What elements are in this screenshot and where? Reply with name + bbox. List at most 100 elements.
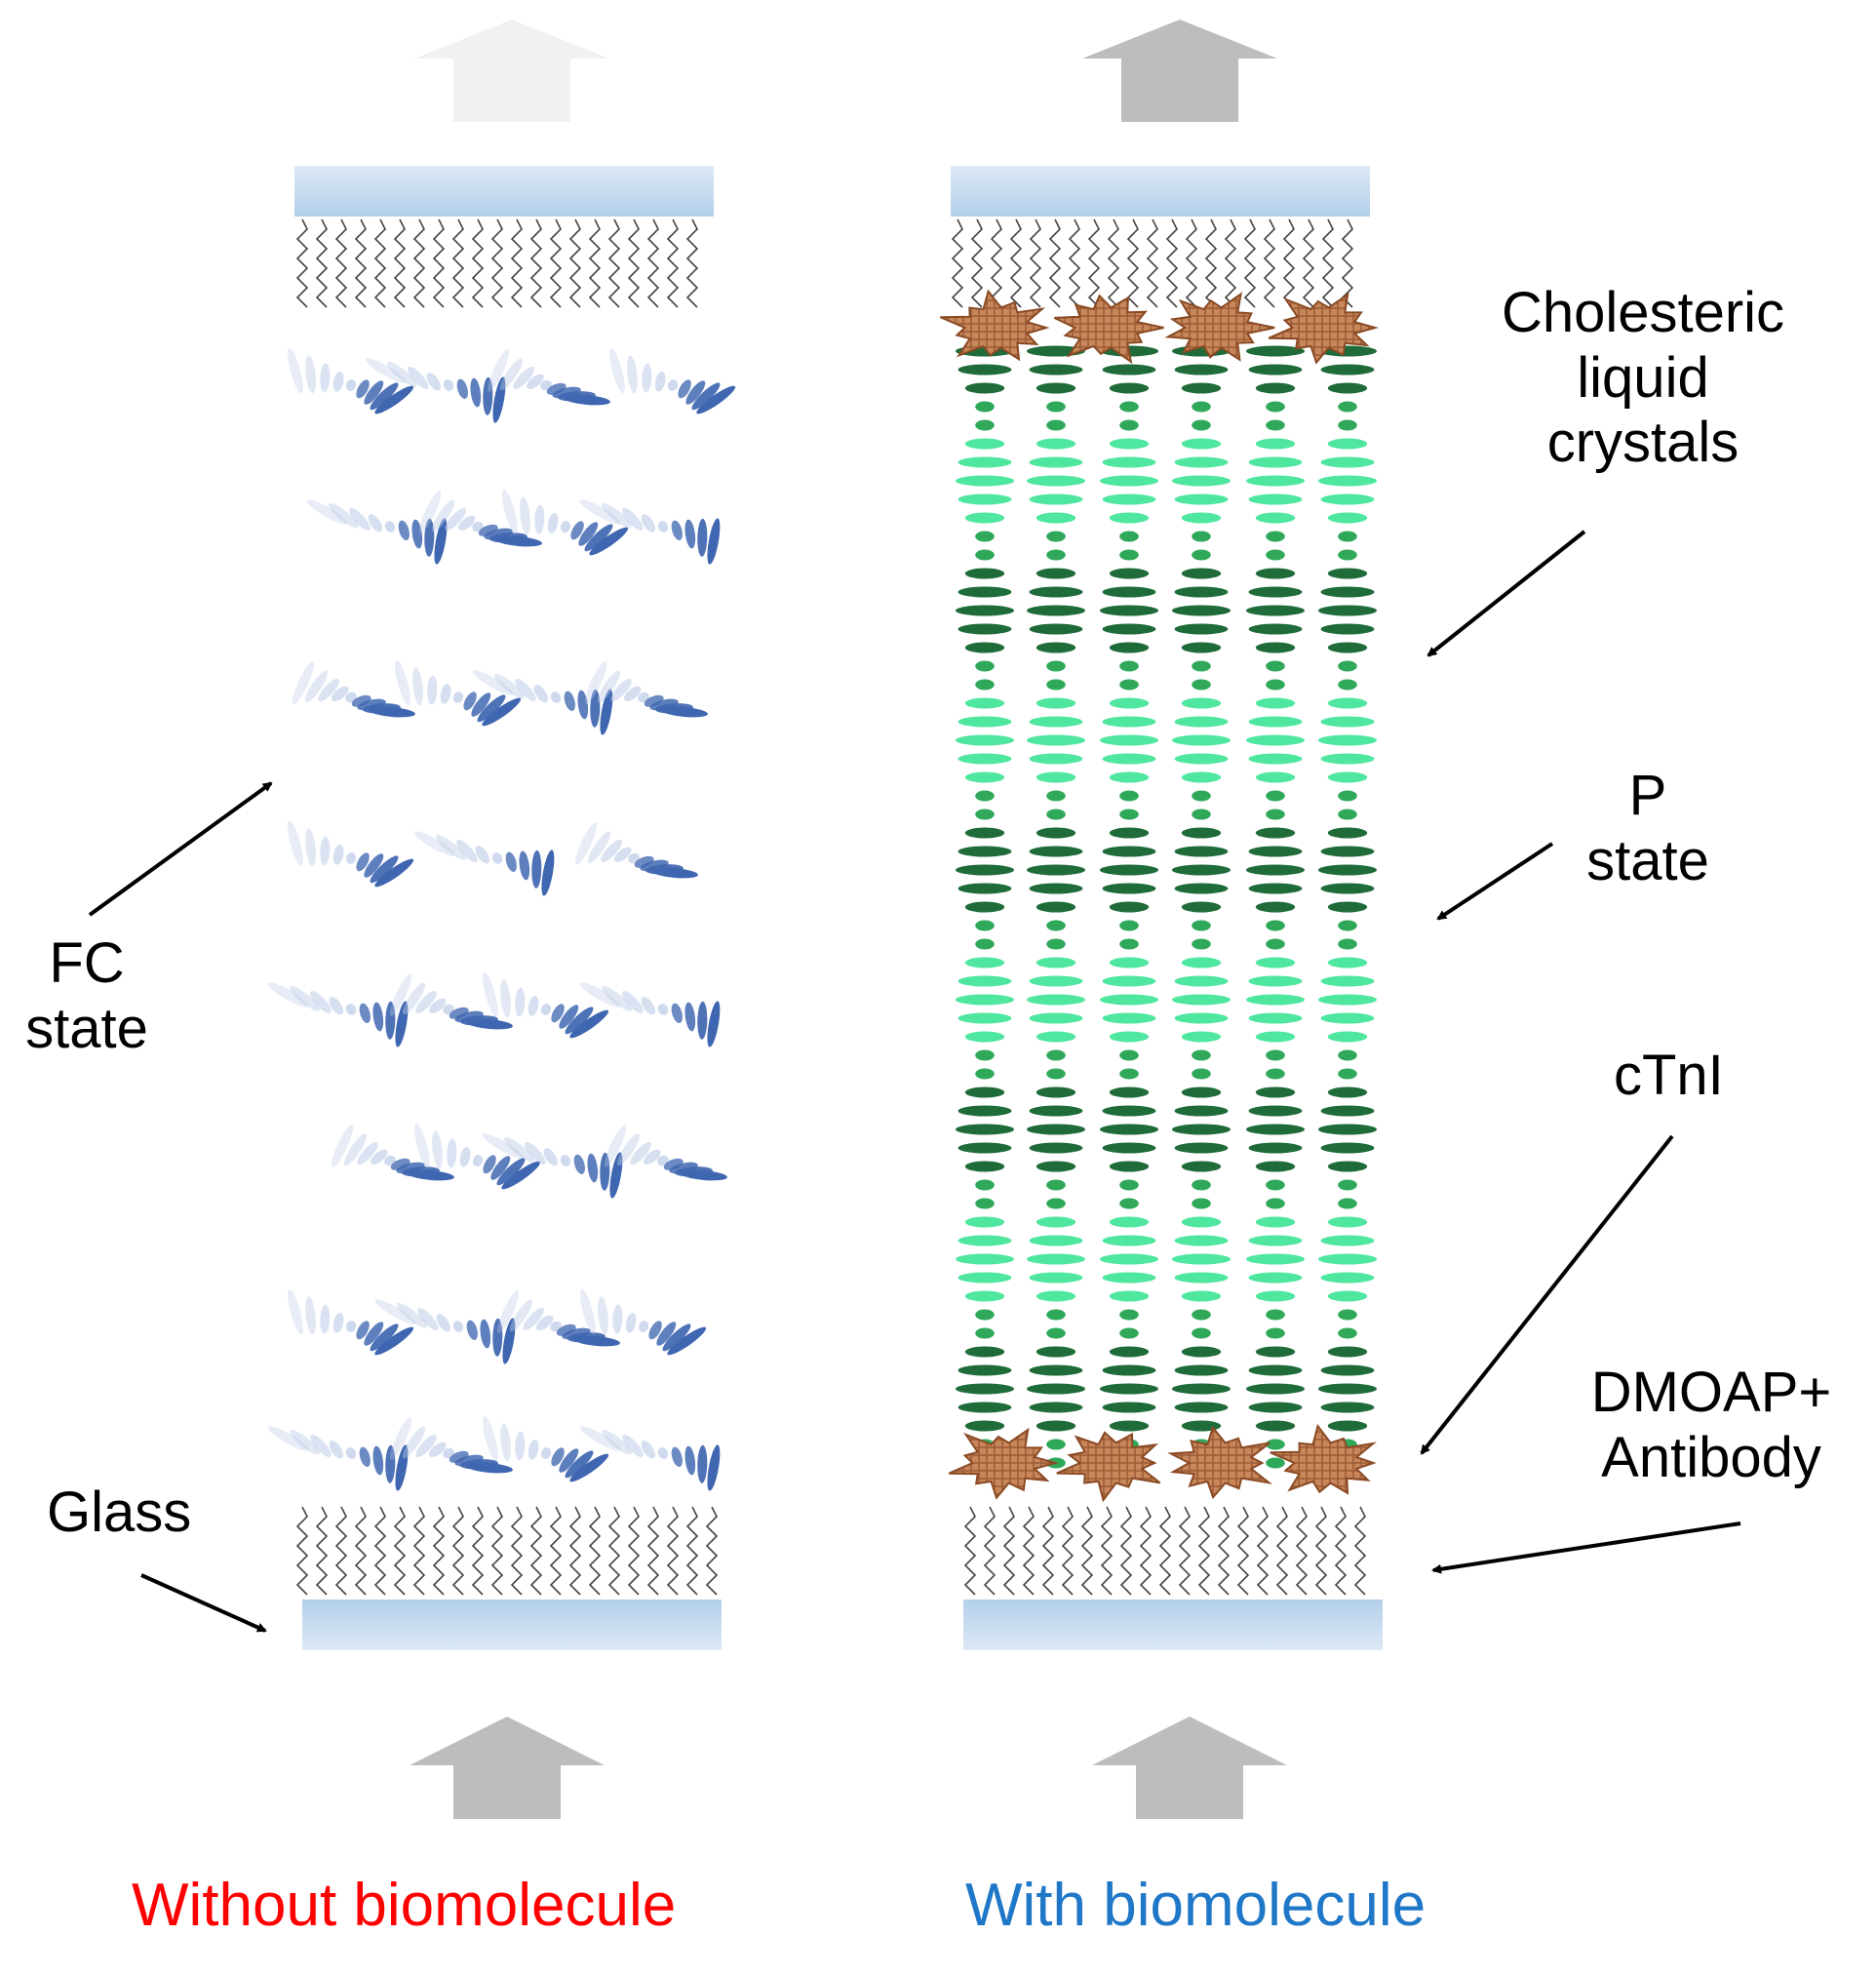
lc-molecule [1036,901,1076,913]
dmoap-chain [471,1506,485,1596]
lc-molecule [667,1326,707,1356]
lc-molecule [975,938,995,950]
lc-molecule [1320,846,1375,857]
lc-molecule [1255,957,1296,968]
lc-molecule [958,1272,1012,1284]
lc-molecule [1266,1068,1285,1080]
lc-molecule [1248,456,1303,468]
lc-molecule [1181,1086,1222,1098]
lc-molecule [1102,1272,1156,1284]
lc-molecule [1248,753,1303,765]
lc-molecule [492,1318,503,1357]
lc-molecule [540,379,552,391]
lc-molecule [958,364,1012,375]
lc-molecule [1192,938,1211,950]
lc-molecule [1036,642,1076,653]
dmoap-chain [354,1506,368,1596]
lc-molecule [1174,1105,1229,1117]
lc-molecule [627,355,638,394]
dmoap-chain [1100,1506,1114,1596]
dmoap-chain [1217,1506,1231,1596]
lc-molecule [964,1290,1005,1302]
lc-molecule [1119,1198,1139,1209]
lc-molecule [958,1142,1012,1154]
lc-molecule [1246,994,1305,1006]
lc-molecule [395,659,410,706]
lc-molecule [487,349,510,392]
lc-molecule [1036,1216,1076,1228]
lc-molecule [1119,938,1139,950]
lc-molecule [1046,1439,1066,1450]
lc-molecule [1181,382,1222,394]
lc-molecule [1174,846,1229,857]
lc-molecule [1320,494,1375,505]
dmoap-chain [666,218,680,308]
lc-molecule [345,1004,357,1015]
lc-molecule [1320,1142,1375,1154]
lc-molecule [1119,1327,1139,1339]
lc-molecule [958,975,1012,987]
lc-molecule [1029,1402,1083,1413]
lc-molecule [1338,679,1357,691]
lc-molecule [1109,1420,1150,1432]
dmoap-chain [490,1506,504,1596]
pointer-ctni [1420,1134,1674,1455]
lc-molecule [1338,1327,1357,1339]
dmoap-chain [315,218,329,308]
lc-molecule [1102,883,1156,894]
lc-molecule [958,1402,1012,1413]
lc-molecule [304,670,329,703]
lc-molecule [964,1031,1005,1043]
lc-molecule [500,979,511,1018]
lc-molecule [1029,364,1083,375]
lc-molecule [1029,494,1083,505]
lc-molecule [1036,438,1076,450]
lc-molecule [472,670,514,695]
lc-molecule [1119,1049,1139,1061]
lc-molecule [1327,1031,1368,1043]
lc-molecule [956,1383,1014,1395]
lc-molecule [1181,1346,1222,1358]
lc-molecule [292,661,315,704]
lc-molecule [684,1445,696,1476]
lc-molecule [1172,475,1231,487]
lc-molecule [1255,382,1296,394]
dmoap-chain [685,1506,699,1596]
lc-molecule [515,1431,526,1461]
lc-molecule [402,982,426,1015]
lc-molecule [1046,660,1066,672]
lc-molecule [1266,401,1285,413]
lc-molecule [964,1346,1005,1358]
lc-molecule [1036,1031,1076,1043]
lc-molecule [482,1133,524,1159]
light-arrow-out-left [414,20,609,122]
lc-molecule [1181,568,1222,579]
lc-molecule [1338,1198,1357,1209]
lc-molecule [1027,734,1085,746]
lc-molecule [1102,1012,1156,1024]
ctni-protein [1164,292,1275,362]
lc-molecule [577,690,589,720]
caption-without-biomolecule: Without biomolecule [132,1872,677,1939]
lc-molecule [569,1009,609,1039]
lc-molecule [345,1321,357,1332]
lc-molecule [1102,1364,1156,1376]
dmoap-chain [1048,218,1062,308]
lc-molecule [1029,1105,1083,1117]
lc-molecule [964,438,1005,450]
dmoap-layer-top-left [295,218,699,308]
lc-molecule [1181,1216,1222,1228]
lc-molecule [1046,1198,1066,1209]
lc-molecule [622,990,644,1014]
dmoap-chain [1334,1506,1348,1596]
lc-molecule [964,901,1005,913]
dmoap-chain [568,1506,582,1596]
lc-molecule [1327,1346,1368,1358]
lc-molecule [1192,660,1211,672]
lc-molecule [1192,1049,1211,1061]
lc-molecule [1102,623,1156,635]
lc-molecule [466,1320,478,1340]
lc-molecule [638,691,649,703]
lc-molecule [370,382,399,411]
dmoap-chain [393,218,407,308]
